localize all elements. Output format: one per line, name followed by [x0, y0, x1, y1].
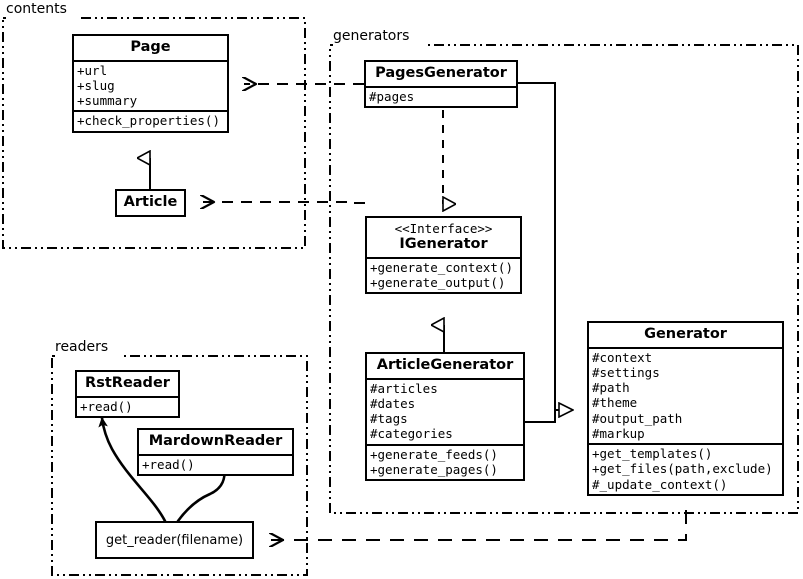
- class-box-articlegenerator[interactable]: ArticleGenerator #articles #dates #tags …: [365, 352, 525, 482]
- class-operation: +generate_pages(): [370, 461, 498, 477]
- class-operations-articlegenerator: +generate_feeds() +generate_pages(): [367, 443, 523, 480]
- class-name-igenerator: <<Interface>> IGenerator: [367, 218, 520, 257]
- package-label-readers: readers: [55, 339, 109, 355]
- class-attribute: #dates: [370, 395, 416, 411]
- class-operation: +get_files(path,exclude): [592, 461, 773, 477]
- connector-generators-generalization-generator: [518, 82, 572, 423]
- class-name-page: Page: [130, 39, 171, 55]
- class-box-article[interactable]: Article: [115, 189, 186, 217]
- class-box-generator[interactable]: Generator #context #settings #path #them…: [587, 321, 784, 496]
- class-attributes-page: +url +slug +summary: [74, 59, 227, 111]
- class-attribute: #output_path: [592, 410, 683, 426]
- function-label-get-reader: get_reader(filename): [105, 532, 244, 548]
- class-box-page[interactable]: Page +url +slug +summary +check_properti…: [72, 34, 229, 133]
- class-operation: +generate_feeds(): [370, 446, 498, 462]
- class-operation: +check_properties(): [77, 113, 220, 129]
- class-box-igenerator[interactable]: <<Interface>> IGenerator +generate_conte…: [365, 216, 522, 295]
- class-operation: #_update_context(): [592, 476, 728, 492]
- class-box-pagesgenerator[interactable]: PagesGenerator #pages: [364, 60, 518, 108]
- class-stereotype-igenerator: <<Interface>>: [394, 221, 493, 236]
- class-name-pagesgenerator: PagesGenerator: [375, 65, 507, 81]
- class-attribute: #settings: [592, 364, 660, 380]
- class-operations-mardownreader: +read(): [139, 453, 292, 474]
- class-box-mardownreader[interactable]: MardownReader +read(): [137, 428, 294, 476]
- class-attribute: +slug: [77, 77, 115, 93]
- class-name-rstreader: RstReader: [85, 375, 170, 391]
- class-attribute: #pages: [369, 88, 415, 104]
- class-name-mardownreader: MardownReader: [148, 433, 283, 449]
- connector-articlegenerator-dependency-article: [202, 202, 365, 203]
- class-attributes-pagesgenerator: #pages: [366, 85, 516, 106]
- class-attribute: #categories: [370, 426, 453, 442]
- class-operations-generator: +get_templates() +get_files(path,exclude…: [589, 443, 782, 494]
- class-attribute: #tags: [370, 411, 408, 427]
- class-operation: +read(): [142, 456, 195, 472]
- class-operations-igenerator: +generate_context() +generate_output(): [367, 256, 520, 293]
- class-attributes-articlegenerator: #articles #dates #tags #categories: [367, 377, 523, 444]
- class-attribute: #articles: [370, 380, 438, 396]
- class-attributes-generator: #context #settings #path #theme #output_…: [589, 346, 782, 444]
- class-attribute: +url: [77, 62, 108, 78]
- class-operation: +generate_output(): [370, 274, 506, 290]
- class-attribute: #context: [592, 349, 653, 365]
- class-name-article: Article: [123, 194, 178, 210]
- class-name-text: IGenerator: [399, 236, 488, 252]
- package-label-generators: generators: [333, 28, 410, 44]
- class-operations-rstreader: +read(): [77, 395, 178, 416]
- class-attribute: +summary: [77, 93, 138, 109]
- function-box-get-reader[interactable]: get_reader(filename): [95, 521, 254, 559]
- class-attribute: #path: [592, 380, 630, 396]
- class-operation: +get_templates(): [592, 446, 713, 462]
- class-operation: +read(): [80, 398, 133, 414]
- class-operations-page: +check_properties(): [74, 110, 227, 130]
- class-name-generator: Generator: [644, 326, 727, 342]
- class-attribute: #markup: [592, 425, 645, 441]
- package-label-contents: contents: [6, 1, 67, 17]
- class-attribute: #theme: [592, 395, 638, 411]
- class-box-rstreader[interactable]: RstReader +read(): [75, 370, 180, 418]
- class-operation: +generate_context(): [370, 259, 513, 275]
- class-name-articlegenerator: ArticleGenerator: [376, 357, 514, 373]
- connector-generator-dependency-getreader: [271, 510, 687, 540]
